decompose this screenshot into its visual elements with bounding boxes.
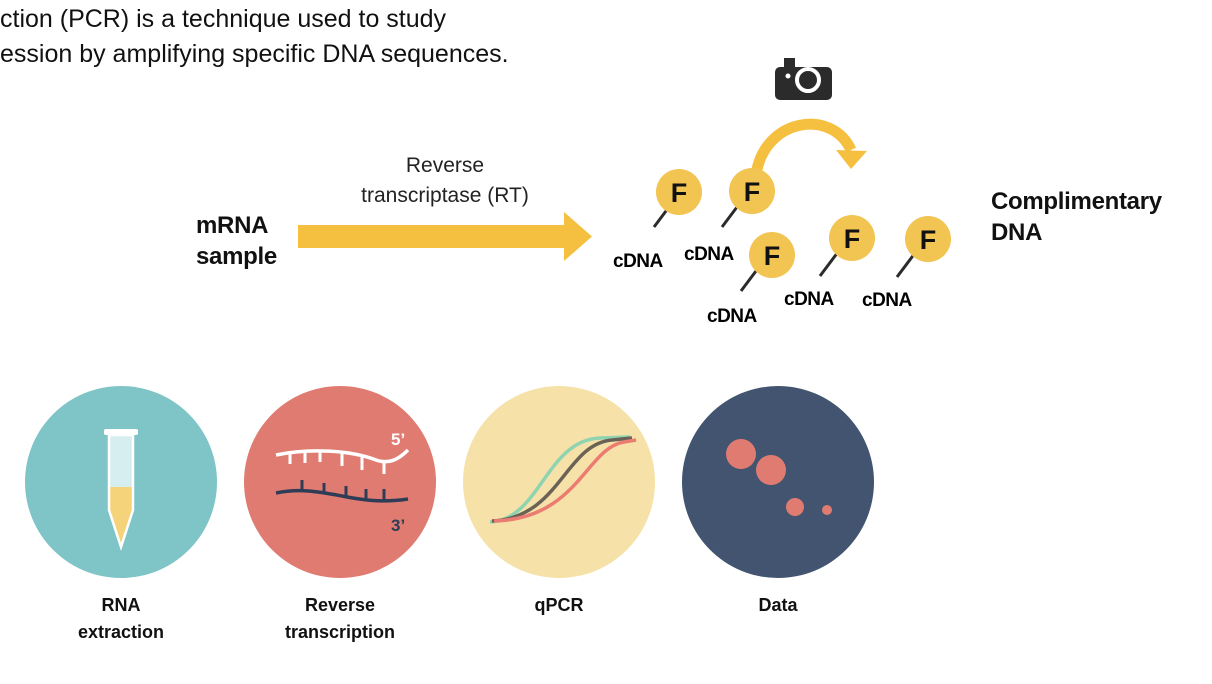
amplification-curve-icon	[489, 435, 637, 524]
reaction-arrow	[298, 212, 592, 261]
five-prime-label: 5’	[391, 430, 405, 449]
fluor-probe-4: F	[818, 215, 875, 277]
intro-line-1: ction (PCR) is a technique used to study	[0, 5, 447, 33]
rt-label-line-2: transcriptase (RT)	[361, 184, 529, 207]
stage-label-line-1: Data	[758, 595, 798, 615]
fluor-letter: F	[844, 224, 861, 254]
mrna-sample-label: mRNA sample	[196, 210, 277, 272]
fluor-probe-1: F	[652, 169, 702, 228]
data-dots-icon	[726, 439, 832, 516]
rna-extraction-stage-icon	[25, 386, 217, 578]
three-prime-label: 3’	[391, 516, 405, 535]
intro-text: ction (PCR) is a technique used to study…	[0, 2, 600, 72]
stage-label-reverse-transcription: Reverse transcription	[240, 592, 440, 646]
cdna-label: cDNA	[684, 244, 735, 265]
fluor-letter: F	[764, 241, 781, 271]
stage-label-line-2: extraction	[77, 622, 165, 642]
curved-arrow-icon	[750, 118, 867, 177]
fluor-letter: F	[920, 225, 937, 255]
cdna-output-line-2: DNA	[991, 219, 1043, 246]
fluor-probe-3: F	[739, 232, 795, 292]
fluor-letter: F	[671, 178, 688, 208]
cdna-label: cDNA	[707, 306, 758, 327]
stage-label-data: Data	[678, 592, 878, 619]
stage-label-line-1: qPCR	[534, 595, 584, 615]
cdna-label: cDNA	[613, 251, 664, 272]
qpcr-stage-icon	[463, 386, 655, 578]
dna-strand-icon	[275, 448, 410, 503]
stage-label-qpcr: qPCR	[459, 592, 659, 619]
camera-icon	[775, 58, 832, 100]
cdna-label: cDNA	[862, 290, 913, 311]
cdna-label: cDNA	[784, 289, 835, 310]
stage-label-line-1: RNA	[101, 595, 141, 615]
mrna-label-line-1: mRNA	[196, 212, 269, 239]
stage-label-rna-extraction: RNA extraction	[21, 592, 221, 646]
data-stage-icon	[682, 386, 874, 578]
cdna-output-line-1: Complimentary	[991, 188, 1162, 215]
reverse-transcriptase-label: Reverse transcriptase (RT)	[330, 151, 560, 211]
intro-line-2: ession by amplifying specific DNA sequen…	[0, 40, 509, 68]
reverse-transcription-stage-icon: 5’ 3’	[244, 386, 436, 578]
stage-label-line-1: Reverse	[304, 595, 376, 615]
rt-label-line-1: Reverse	[405, 154, 485, 177]
stage-label-line-2: transcription	[284, 622, 395, 642]
fluor-letter: F	[744, 177, 761, 207]
complimentary-dna-label: Complimentary DNA	[991, 186, 1162, 248]
mrna-label-line-2: sample	[196, 243, 277, 270]
fluor-probe-5: F	[895, 216, 951, 278]
fluor-probe-2: F	[720, 168, 775, 228]
test-tube-icon	[104, 429, 138, 552]
